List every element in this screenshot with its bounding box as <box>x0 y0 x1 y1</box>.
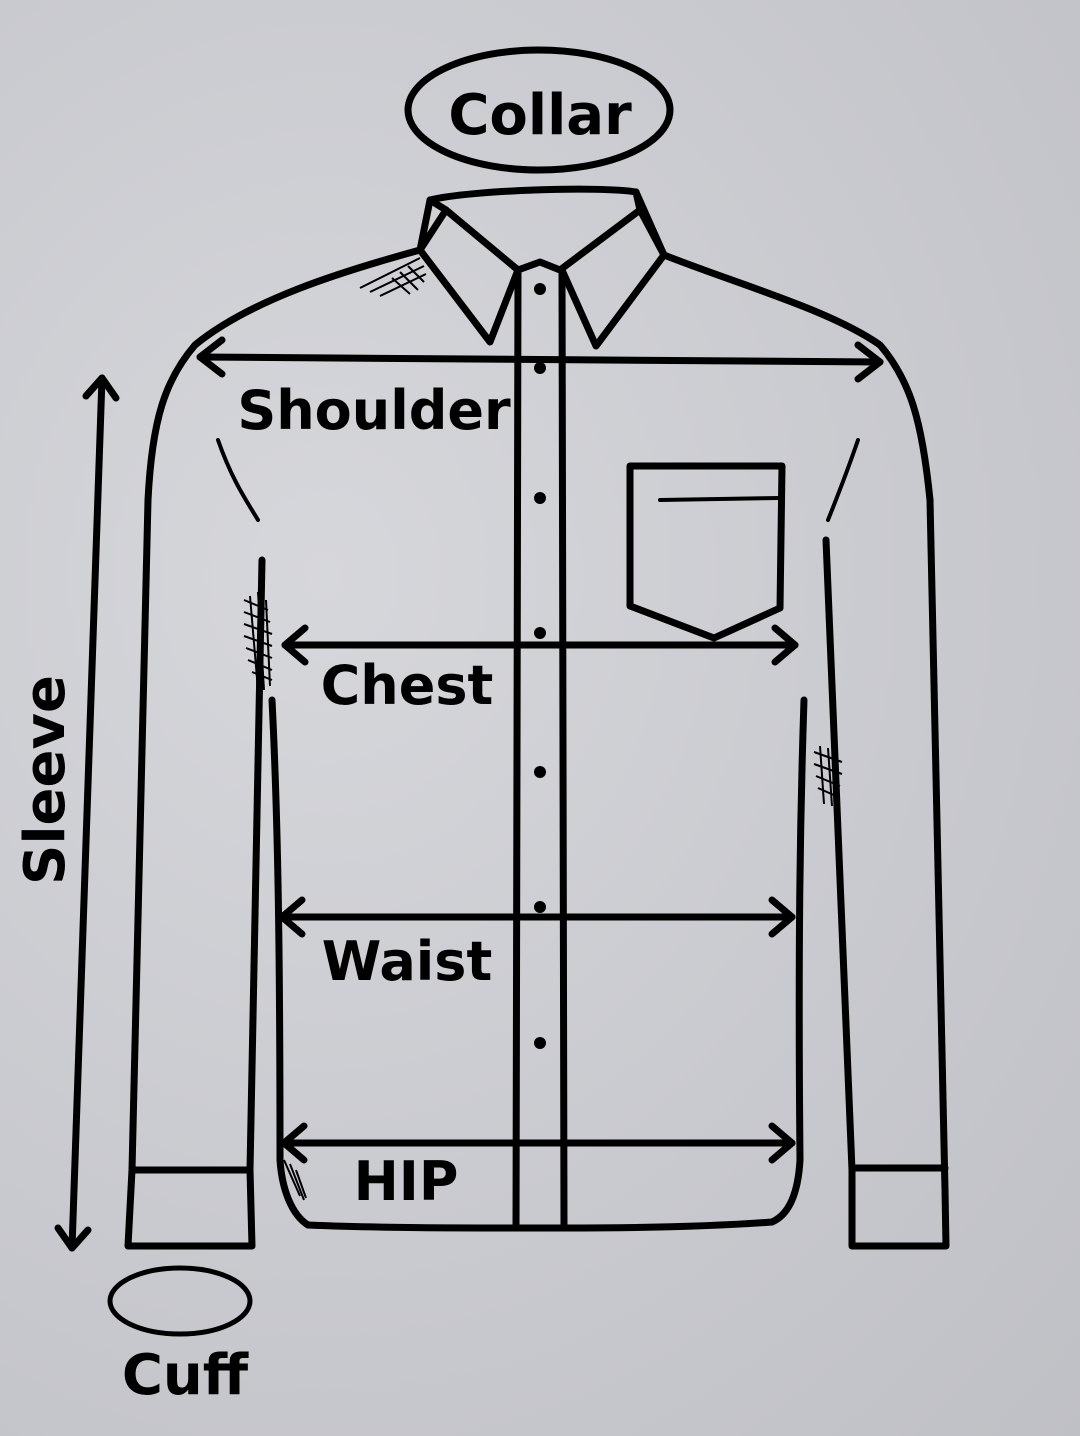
cuff-callout-oval <box>107 1265 253 1337</box>
button-2 <box>534 362 546 374</box>
button-1 <box>534 283 546 295</box>
button-4 <box>534 627 546 639</box>
waist-measure-arrow <box>278 896 796 938</box>
waist-label: Waist <box>322 930 493 993</box>
button-6 <box>534 901 546 913</box>
button-7 <box>534 1037 546 1049</box>
chest-pocket <box>626 462 786 642</box>
button-5 <box>534 766 546 778</box>
shading-hatches <box>243 257 843 1201</box>
cuff-label: Cuff <box>122 1343 249 1408</box>
hip-measure-arrow <box>280 1122 796 1164</box>
chest-label: Chest <box>321 654 494 717</box>
collar-callout-oval <box>404 46 674 174</box>
hip-label: HIP <box>354 1150 459 1213</box>
shirt-buttons <box>534 283 546 1049</box>
button-3 <box>534 492 546 504</box>
chest-measure-arrow <box>281 624 799 666</box>
shoulder-measure-arrow <box>196 336 884 383</box>
shoulder-label: Shoulder <box>237 379 511 442</box>
button-placket <box>512 266 568 1232</box>
sleeve-label: Sleeve <box>13 675 78 885</box>
shirt-outline <box>124 188 950 1250</box>
collar-label: Collar <box>448 83 632 148</box>
shirt-collar <box>416 185 668 350</box>
sleeve-measure-arrow <box>54 374 120 1252</box>
